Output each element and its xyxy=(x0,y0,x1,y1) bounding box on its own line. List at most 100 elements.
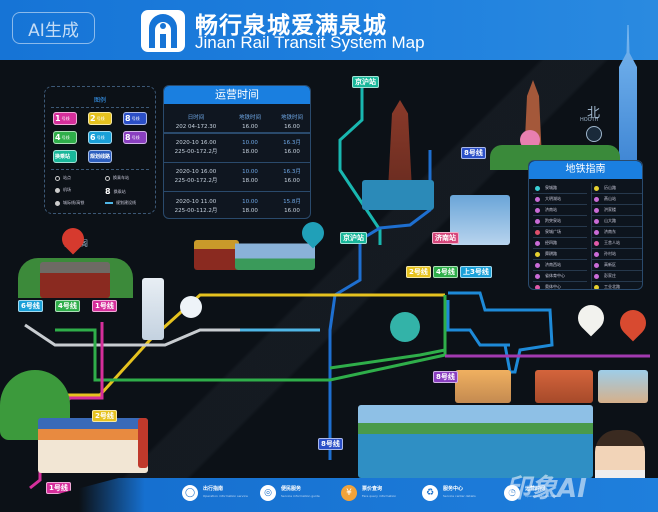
guide-title: 地铁指南 xyxy=(529,161,642,179)
guide-station: 济南东 xyxy=(592,227,642,238)
watermark: 印象AI xyxy=(505,474,587,504)
north-label: 北 xyxy=(587,106,601,121)
legend-symbol-transfer: 换乘车站 xyxy=(105,175,129,181)
operating-hours-table: 运营时间 日时间 地铁时间 地铁时间 202 04-172.30 16.00 1… xyxy=(163,85,311,219)
guide-station: 高新区 xyxy=(592,260,642,271)
line-tag-1-bottom: 1号线 xyxy=(46,482,71,494)
ai-generated-badge: AI生成 xyxy=(12,12,95,44)
guide-station: 洪家楼 xyxy=(592,205,642,216)
line-tag-station: 济南站 xyxy=(432,232,459,244)
skyline-illustration xyxy=(235,232,315,270)
keyhole-icon[interactable]: ◯ xyxy=(182,485,198,501)
line-tag-2-bottom: 2号线 xyxy=(92,410,117,422)
page-title: 畅行泉城爱满泉城 xyxy=(195,13,387,39)
skyscraper-illustration xyxy=(142,278,164,340)
legend-symbol-station: 站点 xyxy=(55,175,71,181)
tower-illustration xyxy=(619,25,637,165)
lake-scene-illustration xyxy=(358,405,593,478)
legend-title: 图例 xyxy=(93,97,106,104)
recycle-icon[interactable]: ♻ xyxy=(422,485,438,501)
guide-station: 省体育中心 xyxy=(533,271,587,282)
line-tag-8-purple: 8号线 xyxy=(433,371,458,383)
temple-emblem-icon xyxy=(180,296,202,318)
metro-guide-panel: 地铁指南 泉城路 大明湖站 济南站 趵突泉站 泉城广场 经四路 舜耕路 济南西站… xyxy=(528,160,643,290)
guide-column-right: 历山路 燕山站 洪家楼 山大路 济南东 王舍人站 孙村站 高新区 彭家庄 工业北… xyxy=(591,183,642,289)
legend-symbol-rail: 城际线/高铁 xyxy=(55,200,84,206)
guide-station: 燕山站 xyxy=(592,194,642,205)
legend-symbol-planned: 规划建设线 xyxy=(105,200,136,206)
guide-station: 经四路 xyxy=(533,238,587,249)
guide-station: 王舍人站 xyxy=(592,238,642,249)
yuan-icon[interactable]: ¥ xyxy=(341,485,357,501)
guide-station: 泉城路 xyxy=(533,183,587,194)
line-tag-2: 2号线 xyxy=(406,266,431,278)
pavilion-emblem-icon xyxy=(390,312,420,342)
clock-icon[interactable]: ◷ xyxy=(504,485,520,501)
guide-station: 山大路 xyxy=(592,216,642,227)
lake-illustration xyxy=(362,180,434,210)
line-tag-6: 6号线 xyxy=(18,300,43,312)
target-icon[interactable]: ◎ xyxy=(260,485,276,501)
legend-transfer: 换乘站 xyxy=(53,150,77,163)
line-tag-4b: 4号线 xyxy=(433,266,458,278)
legend-planned: 规划线路 xyxy=(88,150,112,163)
hours-header-row: 日时间 地铁时间 地铁时间 xyxy=(164,104,310,133)
red-pillar-illustration xyxy=(138,418,148,468)
shopping-street-illustration xyxy=(38,418,148,473)
hours-col-date: 日时间 xyxy=(187,114,205,121)
footer-bar xyxy=(0,478,658,512)
building-illustration xyxy=(450,195,510,245)
line-tag-terminal-mid: 京沪站 xyxy=(340,232,367,244)
line-tag-3: 上3号线 xyxy=(460,266,492,278)
line-tag-4: 4号线 xyxy=(55,300,80,312)
street-photo xyxy=(598,370,648,403)
hours-row: 202 04-172.30 16.00 16.00 xyxy=(164,121,310,134)
north-sub: HOOTH xyxy=(580,117,599,123)
guide-station: 大明湖站 xyxy=(533,194,587,205)
hours-title: 运营时间 xyxy=(164,86,310,104)
compass-icon xyxy=(586,126,602,142)
hours-cell: 16.00 xyxy=(242,123,258,130)
legend-symbol-airport: 机场 xyxy=(55,187,71,193)
gate-illustration xyxy=(40,262,110,298)
guide-station: 奥体中心 xyxy=(533,282,587,289)
line-tag-1: 1号线 xyxy=(92,300,117,312)
line-tag-8-top: 8号线 xyxy=(461,147,486,159)
guide-station: 舜耕路 xyxy=(533,249,587,260)
guide-station: 泉城广场 xyxy=(533,227,587,238)
guide-station: 趵突泉站 xyxy=(533,216,587,227)
metro-logo-icon xyxy=(141,10,185,52)
hours-cell: 16.00 xyxy=(284,123,300,130)
shop-photo-1 xyxy=(455,370,511,403)
guide-station: 孙村站 xyxy=(592,249,642,260)
page-subtitle: Jinan Rail Transit System Map xyxy=(195,33,425,52)
guide-station: 历山路 xyxy=(592,183,642,194)
guide-station: 工业北路 xyxy=(592,282,642,289)
line-tag-terminal-top: 京沪站 xyxy=(352,76,379,88)
shop-photo-2 xyxy=(535,370,593,403)
guide-station: 济南站 xyxy=(533,205,587,216)
hours-col-last: 地铁时间 xyxy=(280,114,303,121)
